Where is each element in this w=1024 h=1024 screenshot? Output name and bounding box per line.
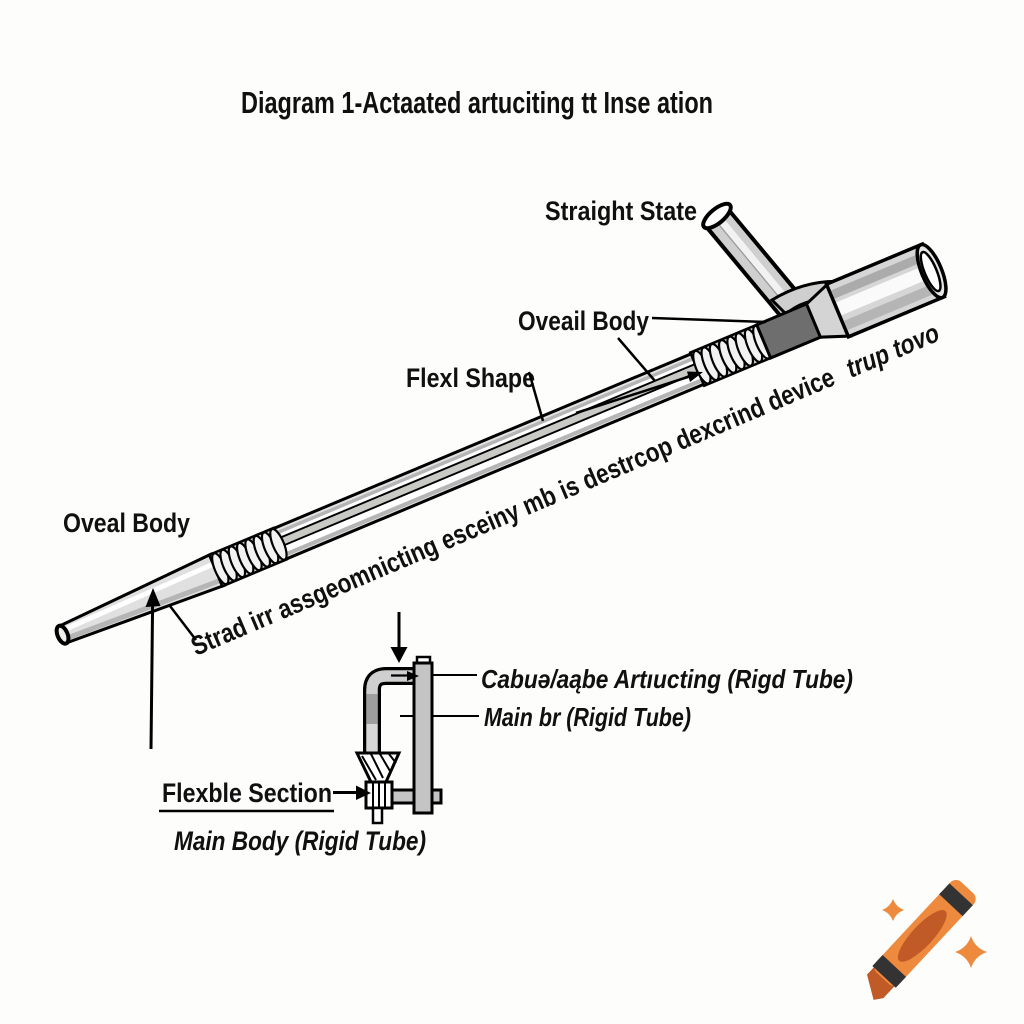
handle — [824, 241, 948, 340]
connector-pin — [371, 806, 384, 825]
main-tube — [54, 241, 948, 646]
sparkle-icon — [955, 936, 987, 968]
label-main-tube-mid: Main br (Rigid Tube) — [484, 702, 691, 732]
leader-shaft-note — [169, 605, 197, 641]
label-main-body: Main Body (Rigid Tube) — [174, 826, 426, 856]
leader-overall-body-diagonal — [617, 337, 656, 382]
ribbed-connector — [364, 780, 394, 825]
label-straight-state: Straight State — [545, 196, 697, 226]
label-flex-shape: Flexl Shape — [406, 363, 535, 393]
bracket-gray-segment — [366, 694, 378, 724]
sparkle-icon — [882, 899, 904, 921]
crayon-label-ellipse — [897, 910, 947, 962]
crayon-stripe-left — [872, 954, 907, 988]
crayon-tip — [867, 965, 896, 1000]
inset-vertical-bar — [412, 661, 434, 815]
up-arrow — [145, 588, 161, 750]
label-articulating-tube: Cabuǝ/aąbe Artıucting (Rigd Tube) — [481, 664, 853, 694]
crayon-logo-icon — [867, 880, 987, 1000]
inset-down-arrow — [390, 612, 408, 663]
leader-flex-shape — [527, 371, 545, 422]
label-flexible-section: Flexble Section — [162, 778, 332, 808]
diagram-title: Diagram 1-Actaated artuciting tt Inse at… — [241, 85, 713, 120]
leader-overall-body-right — [651, 316, 767, 324]
bracket-light-segment — [366, 724, 378, 752]
tube-inner-arrow — [575, 371, 703, 415]
tip-opening — [54, 623, 71, 646]
label-overall-body-left: Oveal Body — [63, 508, 190, 538]
branch-tip-opening — [701, 201, 733, 231]
branch-tube — [701, 201, 858, 326]
tube-shaft — [270, 349, 712, 562]
inset-diagram — [354, 612, 479, 825]
inset-bracket-tube — [363, 667, 430, 754]
flexible-section-arrow — [333, 785, 371, 800]
crayon-stripe-right — [939, 883, 973, 917]
coil-section-tip — [207, 526, 289, 588]
inset-top-arrow — [391, 671, 419, 681]
label-overall-body-right: Oveail Body — [518, 306, 649, 336]
handle-opening — [919, 250, 942, 293]
